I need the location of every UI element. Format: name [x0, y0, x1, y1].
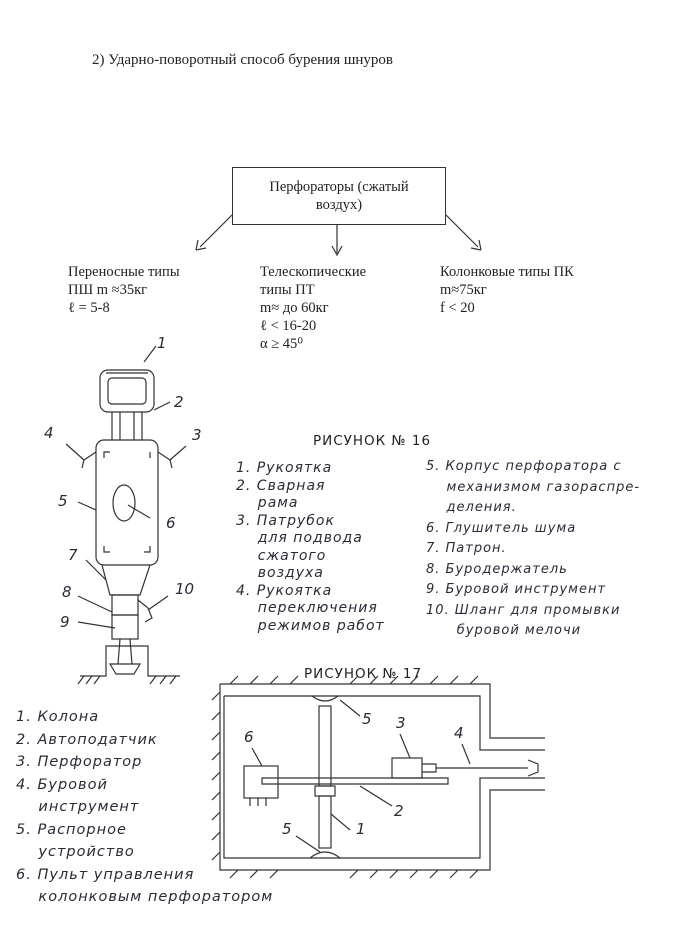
fig17-label-5-bottom: 5: [282, 820, 292, 838]
perforators-box: Перфораторы (сжатый воздух): [232, 167, 446, 225]
fig16-label-8: 8: [62, 583, 72, 601]
figure17-legend: 1. Колона 2. Автоподатчик 3. Перфоратор …: [16, 709, 274, 905]
fig16-label-5: 5: [58, 492, 68, 510]
fig17-label-1: 1: [356, 820, 366, 838]
page-title: 2) Ударно-поворотный способ бурения шнур…: [92, 52, 394, 68]
fig16-label-1: 1: [157, 334, 167, 352]
fig16-label-3: 3: [192, 426, 202, 444]
portable-types: Переносные типы ПШ m ≈35кг ℓ = 5-8: [68, 264, 180, 316]
fig17-label-5-top: 5: [362, 710, 372, 728]
fig17-label-2: 2: [394, 802, 404, 820]
figure16-caption: РИСУНОК № 16: [313, 433, 432, 449]
fig17-label-4: 4: [454, 724, 464, 742]
fig16-label-9: 9: [60, 613, 70, 631]
figure16-legend-right: 5. Корпус перфоратора с механизмом газор…: [426, 459, 641, 638]
figure16-legend-left: 1. Рукоятка 2. Сварная рама 3. Патрубок …: [236, 460, 385, 634]
fig16-label-6: 6: [166, 514, 176, 532]
fig17-label-3: 3: [396, 714, 406, 732]
column-types: Колонковые типы ПК m≈75кг f < 20: [440, 264, 574, 316]
fig16-label-2: 2: [174, 393, 184, 411]
fig17-label-6: 6: [244, 728, 254, 746]
figure17-caption: РИСУНОК № 17: [304, 666, 423, 682]
fig16-label-7: 7: [68, 546, 78, 564]
fig16-label-10: 10: [175, 580, 195, 598]
fig16-label-4: 4: [44, 424, 54, 442]
telescopic-types: Телескопические типы ПТ m≈ до 60кг ℓ < 1…: [260, 264, 367, 352]
